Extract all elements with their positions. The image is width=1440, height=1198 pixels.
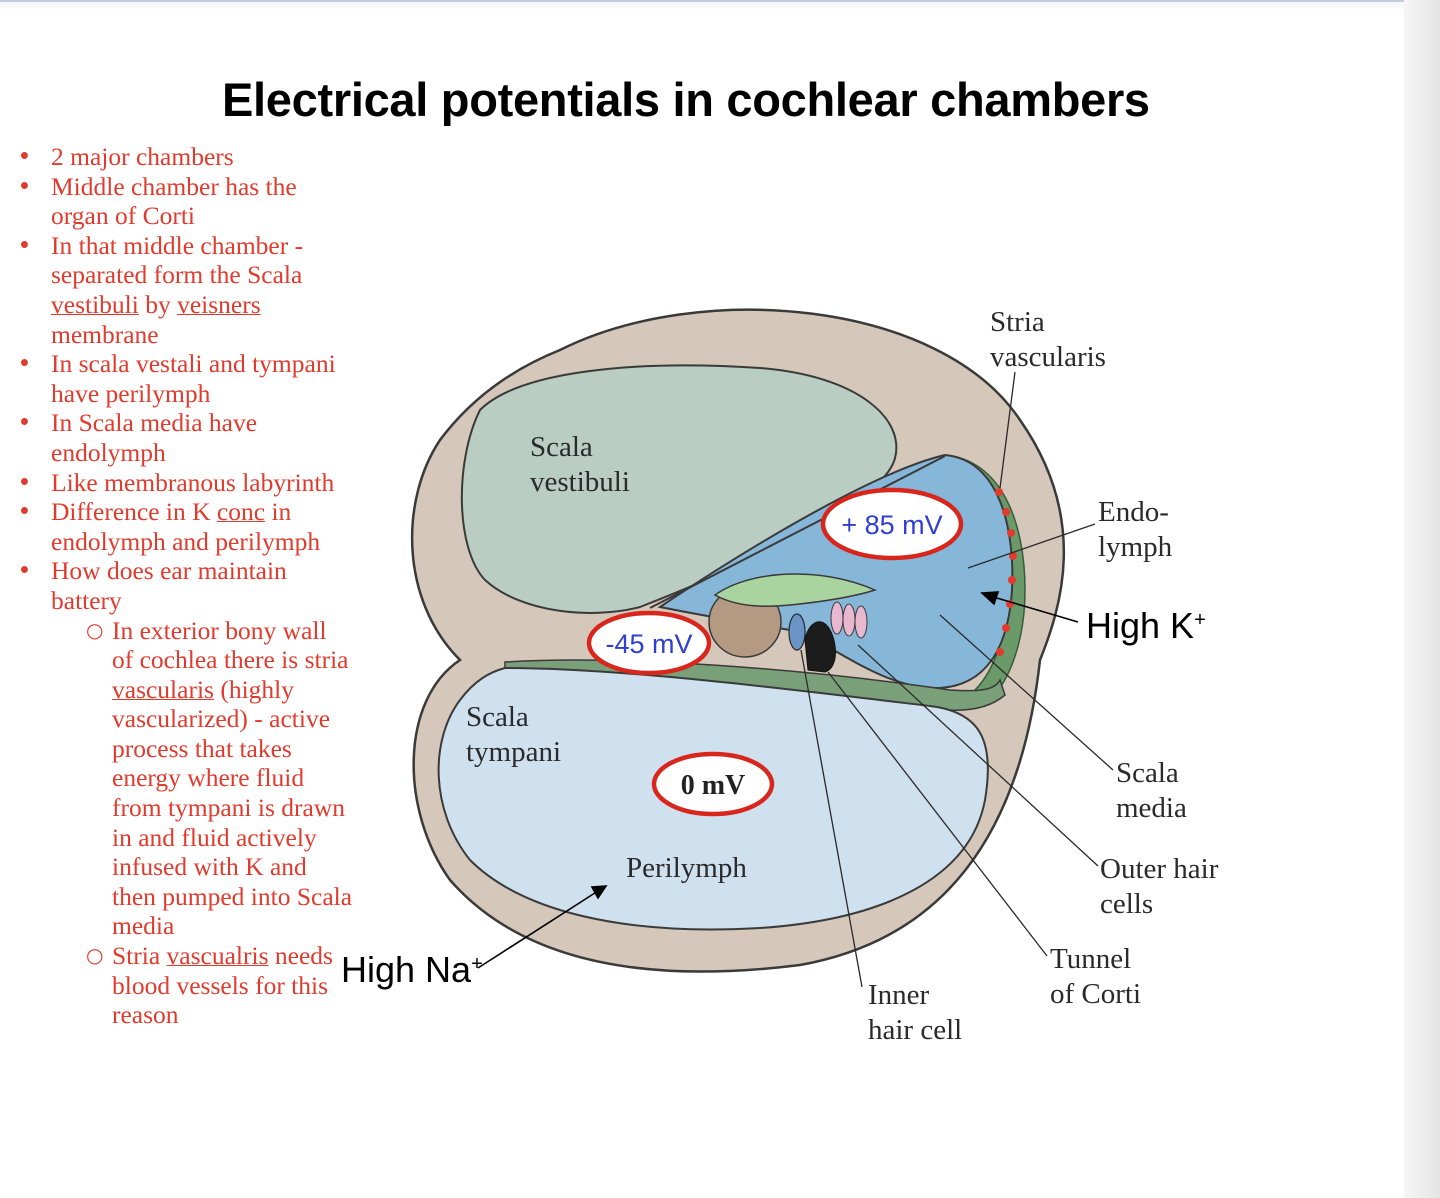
label-high-na: High Na+ xyxy=(341,949,483,990)
note-subitem: In exterior bony wall of cochlea there i… xyxy=(14,616,354,942)
potential-tympani-label: 0 mV xyxy=(681,770,746,801)
note-item: 2 major chambers xyxy=(14,142,354,172)
note-item: In that middle chamber - separated form … xyxy=(14,231,354,349)
potential-corti-label: -45 mV xyxy=(605,629,692,659)
arrows xyxy=(477,591,1079,969)
label-endolymph-1: Endo- xyxy=(1098,496,1169,528)
stria-red-dots xyxy=(995,488,1017,656)
note-item: How does ear maintain battery xyxy=(14,556,354,615)
label-inner-hair-cell-1: Inner xyxy=(868,979,930,1011)
note-subitem: Stria vascualris needs blood vessels for… xyxy=(14,941,354,1030)
potential-corti-ring xyxy=(586,610,712,676)
tunnel-of-corti-shape xyxy=(804,621,836,673)
slide-title: Electrical potentials in cochlear chambe… xyxy=(222,73,1150,126)
label-high-k: High K+ xyxy=(1086,605,1206,646)
outer-hair-cell-3 xyxy=(854,605,868,639)
label-tunnel-of-corti-1: Tunnel xyxy=(1050,943,1131,975)
label-stria-vascularis-2: vascularis xyxy=(990,341,1106,373)
potential-media-label: + 85 mV xyxy=(841,510,942,540)
note-item: Like membranous labyrinth xyxy=(14,468,354,498)
note-item: In scala vestali and tympani have perily… xyxy=(14,349,354,408)
outer-hair-cell-1 xyxy=(830,601,844,635)
potential-tympani-ring xyxy=(651,751,775,817)
window-edge xyxy=(1404,0,1440,1198)
label-perilymph: Perilymph xyxy=(626,852,747,884)
label-outer-hair-cells-2: cells xyxy=(1100,888,1153,920)
label-scala-media-1: Scala xyxy=(1116,757,1179,789)
top-border xyxy=(0,0,1440,8)
label-inner-hair-cell-2: hair cell xyxy=(868,1014,962,1046)
note-item: In Scala media have endolymph xyxy=(14,408,354,467)
label-scala-media-2: media xyxy=(1116,792,1187,824)
leader-lines xyxy=(800,371,1114,988)
label-scala-tympani-1: Scala xyxy=(466,701,529,733)
label-stria-vascularis-1: Stria xyxy=(990,306,1045,338)
label-scala-vestibuli-2: vestibuli xyxy=(530,466,630,498)
note-item: Difference in K conc in endolymph and pe… xyxy=(14,497,354,556)
reissner-membrane xyxy=(649,455,946,609)
label-outer-hair-cells-1: Outer hair xyxy=(1100,853,1219,885)
label-scala-tympani-2: tympani xyxy=(466,736,561,768)
label-scala-vestibuli-1: Scala xyxy=(530,431,593,463)
note-item: Middle chamber has the organ of Corti xyxy=(14,172,354,231)
tectorial-membrane xyxy=(713,573,878,607)
potential-media-ring xyxy=(820,487,964,561)
label-endolymph-2: lymph xyxy=(1098,531,1173,563)
inner-hair-cell-shape xyxy=(788,613,806,651)
label-tunnel-of-corti-2: of Corti xyxy=(1050,978,1141,1010)
notes-list: 2 major chambers Middle chamber has the … xyxy=(14,142,354,1030)
outer-hair-cell-2 xyxy=(842,603,856,637)
